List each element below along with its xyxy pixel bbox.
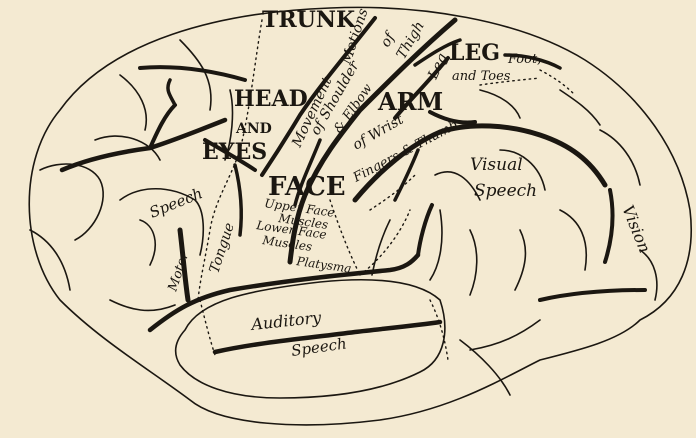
eyes-label: EYES [202, 139, 267, 165]
leg-label: LEG [449, 40, 500, 66]
sulci [59, 16, 647, 355]
arm-label: ARM [377, 87, 443, 116]
sylvian-fissure [147, 252, 421, 333]
and-toes-label: and Toes [452, 69, 511, 84]
and-label: AND [235, 121, 272, 137]
trunk-label: TRUNK [262, 7, 356, 33]
central-sulcus [287, 17, 458, 265]
visual-label: Visual [470, 155, 523, 175]
head-label: HEAD [234, 86, 308, 112]
foot-label: Foot, [507, 52, 541, 67]
precentral-sulcus [260, 16, 377, 177]
temporal-lobe-outline [174, 278, 446, 399]
brain-outline [28, 6, 692, 426]
speech-visual-label: Speech [474, 181, 537, 201]
region-boundaries [197, 19, 576, 361]
superior-temporal-sulcus [212, 319, 443, 355]
face-label: FACE [268, 172, 346, 202]
intraparietal-sulcus [352, 123, 608, 203]
